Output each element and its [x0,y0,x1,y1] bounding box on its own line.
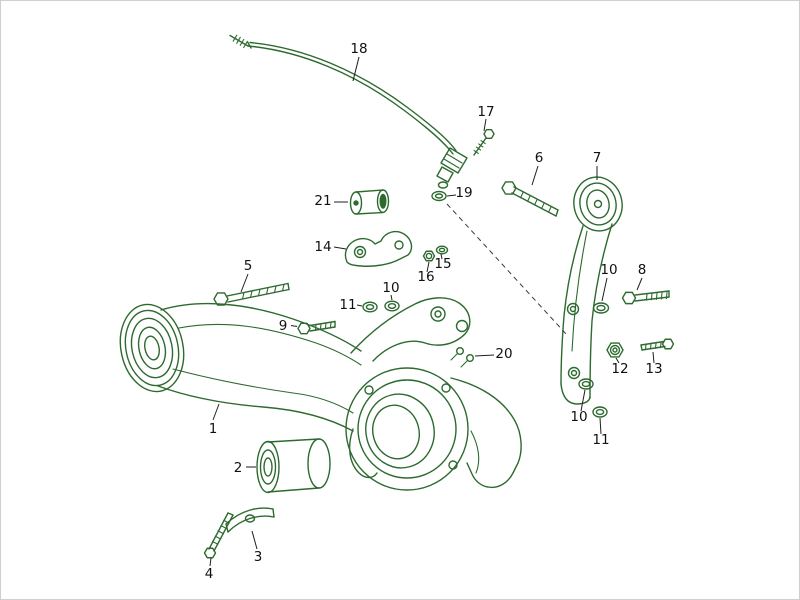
washer-15 [435,245,449,255]
part-label-17: 17 [477,104,494,120]
alignment-dashed-line [446,203,568,336]
part-label-20: 20 [495,346,512,362]
part-label-21: 21 [314,193,331,209]
bolt-5 [213,282,290,306]
nut-12 [606,342,624,358]
washer-10-lower-right [578,378,594,390]
cable-holder [349,189,390,215]
nut-16 [422,250,436,262]
part-label-10c: 10 [570,409,587,425]
part-label-10a: 10 [382,280,399,296]
washer-10-left [384,300,400,312]
retaining-plate [225,507,275,533]
bolt-8 [621,290,670,305]
part-label-18: 18 [350,41,367,57]
part-label-2: 2 [234,460,243,476]
part-label-12: 12 [611,361,628,377]
bolt-9 [297,320,336,335]
sealing-ring [431,190,447,202]
part-label-9: 9 [279,318,288,334]
part-label-7: 7 [593,150,602,166]
nut-11-left [362,301,378,313]
part-label-11a: 11 [339,297,356,313]
part-label-3: 3 [254,549,263,565]
wheel-carrier [345,297,522,491]
bolt-13 [640,338,675,351]
washer-10-upper-right [592,302,610,314]
leader-lines [209,56,655,567]
part-labels: 1 2 3 4 5 6 7 8 9 10 10 10 11 11 12 13 1… [205,41,663,582]
sensor-bracket [344,230,413,267]
screws-20 [450,347,475,368]
bolt-4 [203,512,234,559]
bolt-6 [501,181,559,217]
part-label-5: 5 [244,258,253,274]
part-label-16: 16 [417,269,434,285]
nut-11-lower-right [592,406,608,418]
link-arm [560,176,623,405]
part-label-15: 15 [434,256,451,272]
trailing-arm [119,302,362,432]
sensor-screw [473,128,495,156]
part-label-10b: 10 [600,262,617,278]
speed-sensor [436,147,468,189]
part-label-11b: 11 [592,432,609,448]
part-label-1: 1 [209,421,218,437]
speed-sensor-cable [229,34,457,155]
part-label-6: 6 [535,150,544,166]
part-label-13: 13 [645,361,662,377]
part-label-14: 14 [314,239,331,255]
part-label-8: 8 [638,262,647,278]
wheel-bearing [256,438,331,494]
part-label-4: 4 [205,566,214,582]
part-label-19: 19 [455,185,472,201]
